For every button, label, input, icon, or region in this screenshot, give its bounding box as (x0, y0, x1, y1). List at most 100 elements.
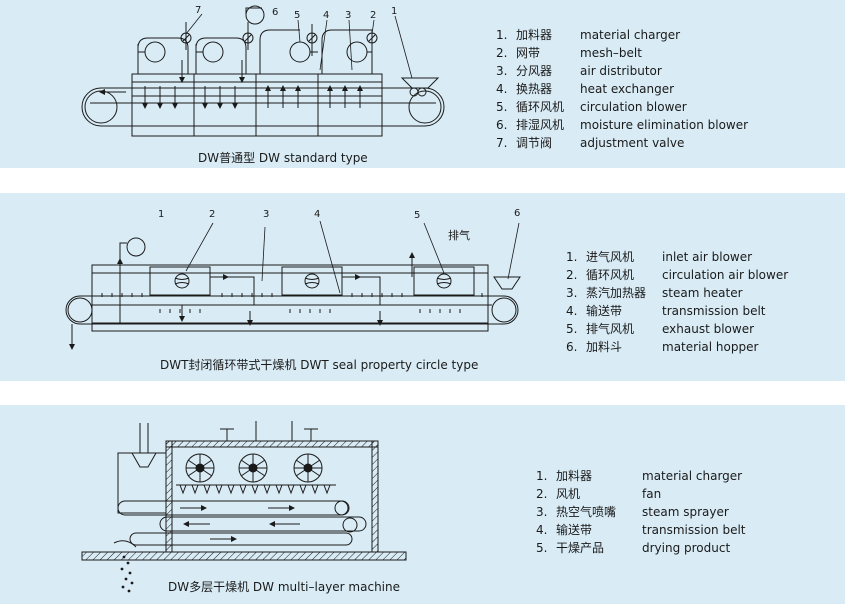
material-charger-icon (131, 423, 157, 468)
callout-4: 4 (323, 10, 329, 21)
legend-label-en: material charger (642, 469, 743, 483)
legend-label-zh: 加料斗 (586, 340, 623, 354)
legend-number: 3. (536, 505, 548, 519)
panel-dw-multilayer: DW多层干燥机 DW multi–layer machine 1. 加料器 mate… (0, 405, 845, 604)
callout-3: 3 (345, 10, 351, 21)
legend-number: 3. (496, 64, 508, 78)
legend-label-en: moisture elimination blower (580, 118, 749, 132)
legend-item: 1. 加料器 material charger (536, 467, 746, 485)
discharge-chute (113, 540, 137, 548)
legend-label-zh: 输送带 (556, 523, 593, 537)
legend-label-zh: 循环风机 (586, 268, 635, 282)
circulation-air-blower-icon (149, 266, 343, 296)
legend-label-zh: 排气风机 (586, 322, 635, 336)
legend-item: 3. 热空气喷嘴 steam sprayer (536, 503, 746, 521)
legend-label-en: circulation air blower (662, 268, 789, 282)
legend-label-zh: 进气风机 (586, 250, 635, 264)
dryer-cabinet (117, 440, 379, 553)
legend-label-en: circulation blower (580, 100, 687, 114)
material-charger-icon (400, 77, 440, 97)
exhaust-label: 排气 (448, 228, 470, 242)
legend-label-zh: 热空气喷嘴 (556, 505, 617, 519)
legend-label-zh: 加料器 (516, 28, 553, 42)
legend-number: 3. (566, 286, 578, 300)
legend-number: 4. (566, 304, 578, 318)
legend-label-en: material charger (580, 28, 681, 42)
airflow-arrows (69, 252, 415, 350)
diagram-caption: DW普通型 DW standard type (198, 151, 368, 165)
leader-lines (185, 220, 520, 294)
legend-label-zh: 输送带 (586, 304, 623, 318)
legend-item: 4. 换热器 heat exchanger (496, 80, 748, 98)
legend-number: 1. (536, 469, 548, 483)
legend-label-en: exhaust blower (662, 322, 755, 336)
legend-label-en: transmission belt (642, 523, 746, 537)
callout-2: 2 (209, 209, 215, 220)
steam-heater-icon (210, 276, 381, 305)
ground-base (81, 551, 407, 561)
fan-icon (185, 453, 323, 483)
legend-label-zh: 加料器 (556, 469, 593, 483)
exhaust-stack (220, 421, 318, 441)
legend-number: 1. (496, 28, 508, 42)
legend-item: 1. 进气风机 inlet air blower (566, 248, 788, 266)
legend-item: 5. 循环风机 circulation blower (496, 98, 748, 116)
adjustment-valve-icon (180, 32, 378, 44)
transmission-belt (65, 293, 519, 325)
legend-item: 2. 循环风机 circulation air blower (566, 266, 788, 284)
callout-5: 5 (414, 210, 420, 221)
dryer-cabinet (91, 264, 489, 332)
legend-label-en: fan (642, 487, 662, 501)
diagram-caption: DW多层干燥机 DW multi–layer machine (168, 580, 400, 594)
legend-label-zh: 循环风机 (516, 100, 565, 114)
legend-number: 4. (496, 82, 508, 96)
legend-number: 5. (496, 100, 508, 114)
legend-item: 6. 排湿风机 moisture elimination blower (496, 116, 748, 134)
moisture-elimination-blower-icon (245, 5, 265, 25)
legend-label-en: inlet air blower (662, 250, 753, 264)
leader-lines (185, 13, 413, 79)
dryer-cabinet (131, 73, 383, 137)
transmission-belt (117, 500, 367, 546)
legend-label-zh: 蒸汽加热器 (586, 286, 647, 300)
legend-number: 1. (566, 250, 578, 264)
legend-label-en: steam heater (662, 286, 743, 300)
callout-4: 4 (314, 209, 320, 220)
legend-number: 6. (496, 118, 508, 132)
callout-numbers: 1 2 3 4 5 6 排气 (158, 208, 520, 242)
legend-label-zh: 干燥产品 (556, 541, 605, 555)
duct-system (137, 22, 373, 74)
drying-product-icon (120, 555, 134, 593)
legend-label-zh: 调节阀 (516, 136, 553, 150)
panel-dwt-seal: 1 2 3 4 5 6 排气 DWT封闭循环带式干燥机 DWT seal pro… (0, 193, 845, 381)
legend: 1. 进气风机 inlet air blower 2. 循环风机 circulation … (566, 248, 788, 356)
legend-number: 2. (536, 487, 548, 501)
legend-label-en: drying product (642, 541, 731, 555)
legend-label-zh: 排湿风机 (516, 118, 565, 132)
legend-number: 2. (566, 268, 578, 282)
callout-numbers: 7 6 5 4 3 2 1 (195, 5, 397, 21)
legend-label-en: air distributor (580, 64, 662, 78)
airflow-arrows (180, 505, 300, 542)
diagram-caption: DWT封闭循环带式干燥机 DWT seal property circle ty… (160, 358, 479, 372)
callout-6: 6 (272, 7, 278, 18)
legend-label-zh: 网带 (516, 46, 541, 60)
callout-6: 6 (514, 208, 520, 219)
legend-label-en: steam sprayer (642, 505, 729, 519)
callout-2: 2 (370, 10, 376, 21)
exhaust-blower-icon (413, 266, 475, 296)
legend-number: 6. (566, 340, 578, 354)
callout-1: 1 (158, 209, 164, 220)
legend-item: 1. 加料器 material charger (496, 26, 748, 44)
dw-multilayer-diagram (81, 421, 407, 593)
legend-label-en: adjustment valve (580, 136, 685, 150)
legend-number: 2. (496, 46, 508, 60)
legend-label-zh: 换热器 (516, 82, 553, 96)
steam-sprayer-icon (176, 484, 336, 495)
material-hopper-icon (493, 276, 521, 290)
callout-3: 3 (263, 209, 269, 220)
legend-label-zh: 分风器 (516, 64, 553, 78)
legend-label-en: heat exchanger (580, 82, 675, 96)
